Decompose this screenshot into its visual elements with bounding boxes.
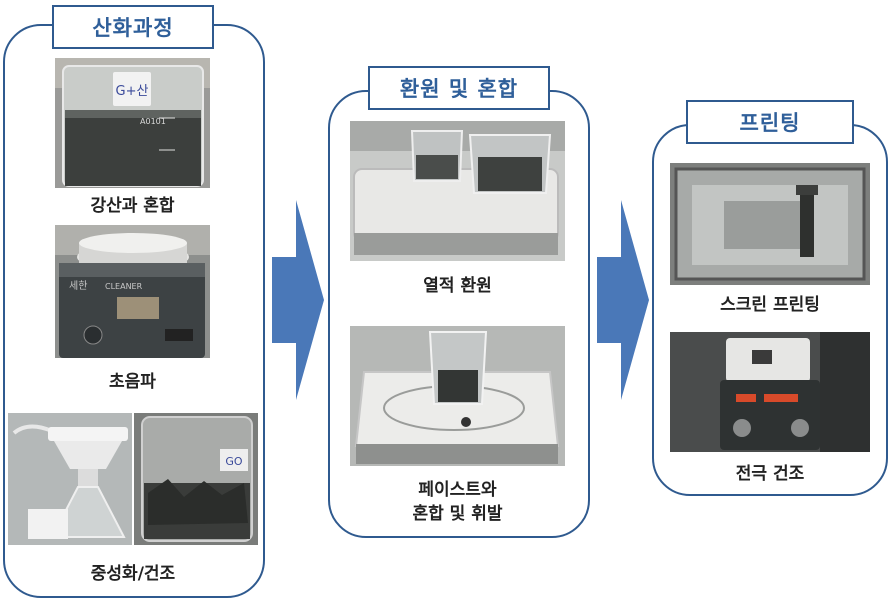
- step-caption-paste-mix: 페이스트와 혼합 및 휘발: [350, 478, 565, 526]
- svg-text:CLEANER: CLEANER: [105, 282, 143, 291]
- beaker-photo: G+산 A0101: [55, 58, 210, 188]
- go-label: GO: [225, 455, 243, 468]
- filtration-photo: GO: [8, 413, 258, 545]
- step-caption-acid-mix: 강산과 혼합: [90, 196, 175, 216]
- step-caption-screen-printing: 스크린 프린팅: [720, 295, 820, 315]
- step-caption-electrode-drying: 전극 건조: [735, 464, 805, 484]
- svg-text:세한: 세한: [69, 280, 87, 292]
- svg-text:A0101: A0101: [140, 117, 166, 126]
- ultrasonic-cleaner-photo: 세한 CLEANER: [55, 225, 210, 358]
- hotplate-beakers-photo: [350, 121, 565, 261]
- stage-title-reduction: 환원 및 혼합: [368, 66, 550, 110]
- caption-line-2: 혼합 및 휘발: [412, 504, 503, 524]
- hotplate-dryer-photo: [670, 332, 870, 452]
- step-caption-thermal-reduction: 열적 환원: [423, 276, 492, 296]
- stage-title-printing: 프린팅: [686, 100, 854, 144]
- beaker-label: G+산: [116, 84, 149, 99]
- step-caption-ultrasonic: 초음파: [109, 372, 156, 392]
- screen-printer-photo: [670, 163, 870, 285]
- right-arrow-icon: [597, 200, 649, 400]
- caption-line-1: 페이스트와: [418, 480, 497, 500]
- stage-title-oxidation: 산화과정: [52, 5, 214, 49]
- step-caption-neutralize-dry: 중성화/건조: [90, 564, 176, 584]
- right-arrow-icon: [272, 200, 324, 400]
- stirring-plate-photo: [350, 326, 565, 466]
